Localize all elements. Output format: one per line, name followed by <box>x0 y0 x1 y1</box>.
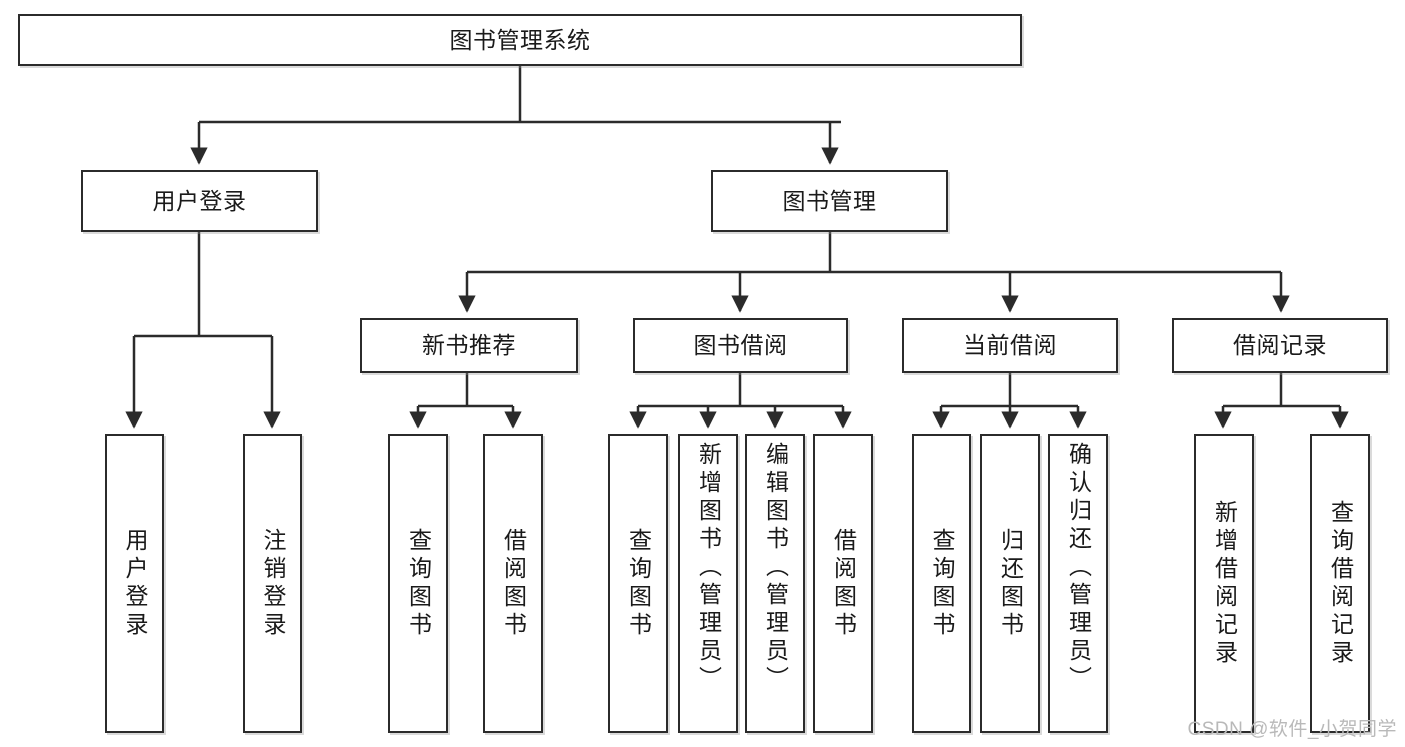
node-leaf-query-book-cur-label: 查询图书 <box>929 527 955 640</box>
node-leaf-query-book-new[interactable]: 查询图书 <box>388 434 448 733</box>
watermark-text: CSDN @软件_小贺同学 <box>1187 719 1397 740</box>
node-book-manage-label: 图书管理 <box>782 187 877 214</box>
node-new-book-recommend-label: 新书推荐 <box>422 332 516 359</box>
node-leaf-query-record-label: 查询借阅记录 <box>1327 499 1354 668</box>
node-book-manage[interactable]: 图书管理 <box>711 170 948 232</box>
node-leaf-add-record[interactable]: 新增借阅记录 <box>1194 434 1254 733</box>
node-book-borrow-label: 图书借阅 <box>693 332 788 359</box>
node-leaf-return-book[interactable]: 归还图书 <box>980 434 1040 733</box>
node-leaf-borrow-book[interactable]: 借阅图书 <box>813 434 873 733</box>
node-leaf-query-book[interactable]: 查询图书 <box>608 434 668 733</box>
node-leaf-user-login-label: 用户登录 <box>122 527 148 640</box>
node-leaf-add-book[interactable]: 新增图书（管理员） <box>678 434 738 733</box>
node-borrow-record-label: 借阅记录 <box>1233 332 1327 359</box>
node-user-login-label: 用户登录 <box>152 187 247 214</box>
node-user-login[interactable]: 用户登录 <box>81 170 318 232</box>
node-leaf-confirm-return[interactable]: 确认归还（管理员） <box>1048 434 1108 733</box>
node-leaf-logout-login-label: 注销登录 <box>260 527 286 640</box>
node-leaf-borrow-book-new[interactable]: 借阅图书 <box>483 434 543 733</box>
node-leaf-confirm-return-label: 确认归还（管理员） <box>1065 442 1092 694</box>
node-current-borrow-label: 当前借阅 <box>963 332 1057 359</box>
node-current-borrow[interactable]: 当前借阅 <box>902 318 1118 373</box>
node-leaf-query-book-new-label: 查询图书 <box>405 527 432 640</box>
node-leaf-query-book-cur[interactable]: 查询图书 <box>912 434 971 733</box>
node-borrow-record[interactable]: 借阅记录 <box>1172 318 1388 373</box>
node-leaf-borrow-book-new-label: 借阅图书 <box>500 527 527 640</box>
node-book-borrow[interactable]: 图书借阅 <box>633 318 848 373</box>
node-leaf-edit-book-label: 编辑图书（管理员） <box>762 442 789 694</box>
node-leaf-return-book-label: 归还图书 <box>997 527 1024 640</box>
node-leaf-add-book-label: 新增图书（管理员） <box>695 442 722 694</box>
node-root-label: 图书管理系统 <box>449 26 591 53</box>
node-leaf-edit-book[interactable]: 编辑图书（管理员） <box>745 434 805 733</box>
node-root[interactable]: 图书管理系统 <box>18 14 1022 66</box>
node-leaf-logout-login[interactable]: 注销登录 <box>243 434 302 733</box>
node-leaf-borrow-book-label: 借阅图书 <box>830 527 857 640</box>
node-leaf-query-record[interactable]: 查询借阅记录 <box>1310 434 1370 733</box>
node-new-book-recommend[interactable]: 新书推荐 <box>360 318 578 373</box>
node-leaf-add-record-label: 新增借阅记录 <box>1211 499 1238 668</box>
node-leaf-user-login[interactable]: 用户登录 <box>105 434 164 733</box>
node-leaf-query-book-label: 查询图书 <box>625 527 652 640</box>
